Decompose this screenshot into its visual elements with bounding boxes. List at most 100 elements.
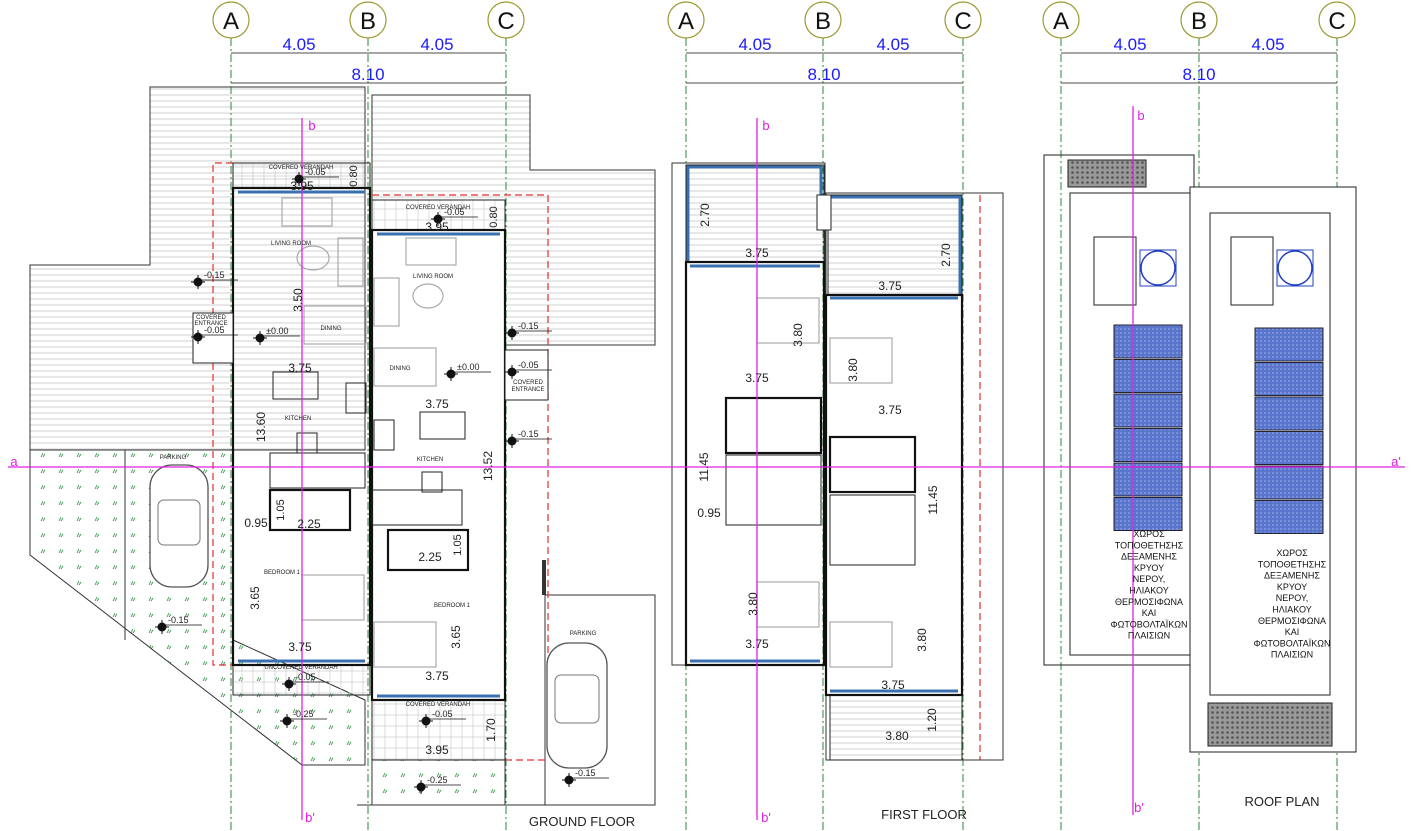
dimension-label: 8.10 bbox=[351, 65, 384, 84]
level-marker-text: -0.05 bbox=[518, 360, 539, 370]
dimension-label: 11.45 bbox=[926, 485, 940, 514]
dimension-label: 3.65 bbox=[248, 586, 262, 610]
roof-note-line: ΚΡΥΟΥ bbox=[1277, 582, 1307, 592]
dimension-label: 3.75 bbox=[745, 246, 769, 260]
grid-axis-bubble: A bbox=[212, 1, 250, 39]
stairs bbox=[269, 452, 463, 526]
grid-axis-bubble: C bbox=[1318, 1, 1356, 39]
room-label: 0.80 bbox=[348, 165, 360, 186]
grid-axis-bubble: C bbox=[487, 1, 525, 39]
solar-panel bbox=[1254, 431, 1324, 465]
grid-axis-label: B bbox=[1191, 8, 1207, 35]
solar-panel bbox=[1113, 428, 1183, 462]
solar-panel bbox=[1113, 324, 1183, 359]
dimension-label: 3.75 bbox=[288, 361, 312, 375]
dimension-label: 4.05 bbox=[420, 35, 453, 54]
solar-panel bbox=[1254, 396, 1324, 431]
roof-note-line: ΤΟΠΟΘΕΤΗΣΗΣ bbox=[1258, 559, 1327, 569]
level-marker-icon bbox=[280, 714, 327, 728]
level-marker-text: -0.15 bbox=[518, 321, 539, 331]
dimension-label: 3.50 bbox=[291, 288, 305, 312]
level-marker-icon bbox=[431, 212, 478, 226]
dimension-label: 8.10 bbox=[1182, 65, 1215, 84]
car-icon bbox=[546, 642, 608, 769]
room-label: COVERED bbox=[513, 380, 543, 386]
level-marker-text: -0.25 bbox=[427, 775, 448, 785]
dimension-label: b bbox=[762, 118, 769, 133]
level-marker-icon bbox=[155, 620, 202, 634]
solar-panel bbox=[1113, 462, 1183, 497]
level-marker-text: -0.15 bbox=[204, 270, 225, 280]
solar-panel bbox=[1113, 497, 1183, 531]
grid-axis-label: A bbox=[678, 8, 694, 35]
roof-note-line: ΚΑΙ bbox=[1285, 627, 1300, 637]
room-label: 0.80 bbox=[488, 206, 500, 227]
room-label: LIVING ROOM bbox=[413, 274, 453, 280]
grid-axis-label: B bbox=[360, 8, 376, 35]
roof-note-line: ΚΑΙ bbox=[1142, 608, 1157, 618]
dimension-label: 3.80 bbox=[746, 592, 760, 616]
dimension-label: 2.25 bbox=[418, 550, 442, 564]
solar-panel bbox=[1254, 500, 1324, 534]
dimension-label: 13.52 bbox=[481, 451, 495, 481]
solar-panel bbox=[1254, 327, 1324, 362]
roof-note-line: ΝΕΡΟΥ, bbox=[1133, 574, 1166, 584]
level-marker-icon bbox=[282, 677, 329, 691]
level-marker-text: -0.05 bbox=[432, 709, 453, 719]
dimension-label: 3.75 bbox=[878, 279, 902, 293]
level-marker-text: -0.05 bbox=[295, 672, 316, 682]
level-marker-icon bbox=[505, 365, 552, 379]
dimension-label: b' bbox=[305, 810, 315, 825]
level-marker-text: ±0.00 bbox=[266, 326, 288, 336]
room-label: COVERED VERANDAH bbox=[269, 165, 334, 171]
grid-axis-label: A bbox=[223, 8, 239, 35]
dimension-label: 3.95 bbox=[290, 179, 314, 193]
level-marker-icon bbox=[414, 780, 461, 794]
dimension-label: 1.70 bbox=[484, 718, 498, 742]
dimension-label: 3.75 bbox=[288, 640, 312, 654]
first-floor-plan bbox=[671, 162, 1004, 761]
level-marker-text: -0.05 bbox=[204, 325, 225, 335]
room-label: 1.05 bbox=[452, 534, 464, 555]
level-marker-icon bbox=[419, 714, 466, 728]
level-marker-text: -0.05 bbox=[305, 167, 326, 177]
dimension-label: 3.75 bbox=[745, 637, 769, 651]
grid-axis-bubble: A bbox=[1042, 1, 1080, 39]
room-label: BEDROOM 1 bbox=[264, 570, 301, 576]
dimension-label: b' bbox=[1134, 800, 1144, 815]
gravel-area bbox=[1067, 159, 1147, 188]
solar-panel bbox=[1254, 362, 1324, 396]
level-marker-icon bbox=[191, 275, 238, 289]
solar-panels bbox=[1254, 327, 1324, 534]
room-label: 1.05 bbox=[275, 499, 287, 520]
room-label: LIVING ROOM bbox=[271, 241, 311, 247]
room-label: BEDROOM 1 bbox=[434, 603, 471, 609]
room-label: KITCHEN bbox=[417, 457, 443, 463]
level-marker-text: -0.15 bbox=[575, 768, 596, 778]
dimension-label: b bbox=[1137, 108, 1144, 123]
roof-note-line: ΠΛΑΙΣΙΩΝ bbox=[1271, 650, 1313, 660]
dimension-label: 2.70 bbox=[939, 243, 953, 267]
dimension-label: 4.05 bbox=[282, 35, 315, 54]
dimension-label: 0.95 bbox=[244, 516, 268, 530]
dimension-label: a bbox=[10, 454, 18, 469]
level-marker-text: -0.25 bbox=[293, 709, 314, 719]
dimension-label: 3.75 bbox=[425, 397, 449, 411]
dimension-label: 4.05 bbox=[876, 35, 909, 54]
level-marker-text: ±0.00 bbox=[457, 362, 479, 372]
dimension-label: 4.05 bbox=[1113, 35, 1146, 54]
room-label: ENTRANCE bbox=[511, 387, 544, 393]
room-label: DINING bbox=[321, 326, 342, 332]
room-label: KITCHEN bbox=[285, 416, 311, 422]
level-marker-icon bbox=[253, 331, 300, 345]
dimension-label: 3.75 bbox=[425, 669, 449, 683]
grid-axis-label: C bbox=[1328, 8, 1345, 35]
roof-note-line: ΝΕΡΟΥ, bbox=[1276, 593, 1309, 603]
level-marker-text: -0.05 bbox=[444, 207, 465, 217]
dimension-label: 3.80 bbox=[885, 729, 909, 743]
level-marker-icon bbox=[191, 330, 238, 344]
roof-note-line: ΔΕΞΑΜΕΝΗΣ bbox=[1121, 552, 1177, 562]
grid-axis-bubble: A bbox=[667, 1, 705, 39]
roof-note-line: ΦΩΤΟΒΟΛΤΑΪΚΩΝ bbox=[1254, 638, 1331, 648]
grid-axis-label: A bbox=[1053, 8, 1069, 35]
